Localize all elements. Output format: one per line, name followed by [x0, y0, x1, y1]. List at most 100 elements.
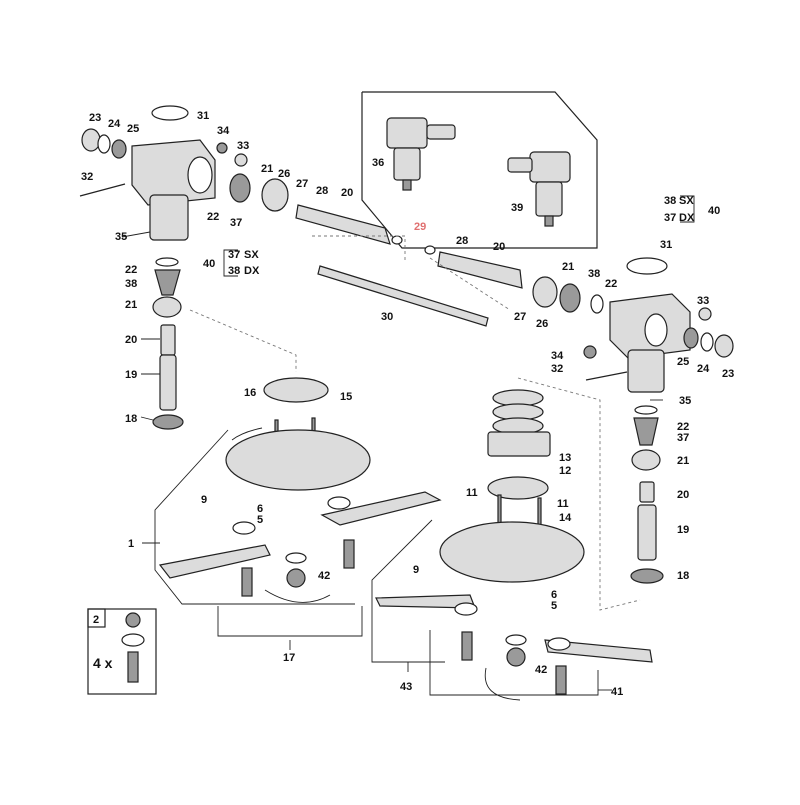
key-20-right	[639, 481, 655, 503]
label-11-b: 11	[557, 498, 569, 510]
label-35-right: 35	[679, 395, 691, 407]
guard-left	[231, 427, 263, 441]
label-21-b: 21	[562, 261, 574, 273]
bearing-21-left	[152, 296, 182, 318]
label-42-right: 42	[535, 664, 547, 676]
blade-left-left	[158, 544, 271, 579]
label-16: 16	[244, 387, 256, 399]
label-33-right: 33	[697, 295, 709, 307]
bracket-right-sx-dx	[680, 195, 695, 223]
label-36: 36	[372, 157, 384, 169]
label-2: 2	[93, 614, 99, 626]
pinion-38-left	[154, 269, 181, 296]
ring-22-right	[590, 294, 604, 314]
seal-18-left	[152, 414, 184, 430]
ring-22-left	[155, 257, 179, 267]
inset-frame	[361, 91, 598, 249]
label-22-a: 22	[207, 211, 219, 223]
bearing-25-right	[683, 327, 699, 349]
bolt-right-b	[555, 665, 567, 695]
washer-42-left	[285, 552, 307, 564]
nut-34-left	[216, 142, 228, 154]
label-37-right: 37	[677, 432, 689, 444]
shaft-19-left	[159, 354, 177, 411]
label-28-right: 28	[456, 235, 468, 247]
guide-shaft-left	[312, 235, 406, 262]
label-20-c: 20	[125, 334, 137, 346]
bracket-left-sx-dx	[223, 249, 238, 277]
bearing-21-26-left	[261, 178, 289, 212]
label-30: 30	[381, 311, 393, 323]
bolt-32-right	[585, 371, 628, 381]
washer-left-b	[232, 521, 256, 535]
label-21-a: 21	[261, 163, 273, 175]
sx-dx-left-37-suffix: SX	[244, 249, 259, 261]
label-40-left: 40	[203, 258, 215, 270]
gear-38-right	[559, 283, 581, 313]
group-17-bracket	[217, 606, 363, 637]
shaft-28-left	[295, 204, 391, 245]
label-32-right: 32	[551, 363, 563, 375]
shaft-28-right	[437, 251, 523, 289]
label-26-right: 26	[536, 318, 548, 330]
label-27-left: 27	[296, 178, 308, 190]
label-5-left: 5	[257, 514, 263, 526]
bolt-left-a	[343, 539, 355, 569]
gear-37-left	[229, 173, 251, 203]
gearbox-housing-right	[609, 293, 691, 393]
guide-shaft-right	[429, 257, 511, 311]
pinion-37-right	[633, 417, 659, 446]
label-21-d: 21	[677, 455, 689, 467]
gearbox-housing-left	[131, 139, 216, 241]
disc-9-left	[225, 429, 371, 491]
label-26-left: 26	[278, 168, 290, 180]
label-29: 29	[414, 221, 426, 233]
label-14: 14	[559, 512, 572, 524]
gearbox-39	[507, 151, 571, 227]
oring-29-left	[391, 235, 403, 245]
label-35-left: 35	[115, 231, 127, 243]
label-22-d: 22	[677, 421, 689, 433]
ring-24-left	[97, 134, 111, 154]
label-13: 13	[559, 452, 571, 464]
key-20-left	[160, 324, 176, 356]
label-34-right: 34	[551, 350, 564, 362]
label-18-right: 18	[677, 570, 689, 582]
sx-dx-left-37: 37	[228, 249, 240, 261]
label-12: 12	[559, 465, 571, 477]
bolt-right-a	[461, 631, 473, 661]
label-25-right: 25	[677, 356, 689, 368]
nut-42-right	[506, 647, 526, 667]
sx-dx-right-38-suffix: SX	[679, 195, 694, 207]
disc-9-right	[439, 521, 585, 583]
label-1: 1	[128, 538, 134, 550]
cap-31-left	[151, 105, 189, 121]
label-23-left: 23	[89, 112, 101, 124]
label-38-right: 38	[588, 268, 600, 280]
label-20-a: 20	[341, 187, 353, 199]
washer-right-a	[454, 602, 478, 616]
label-23-right: 23	[722, 368, 734, 380]
label-27-right: 27	[514, 311, 526, 323]
sx-dx-right-38: 38	[664, 195, 676, 207]
group-1-bracket	[154, 429, 355, 605]
pulley-13	[487, 431, 551, 457]
label-33-left: 33	[237, 140, 249, 152]
kit-bolt	[127, 651, 139, 683]
seal-18-right	[630, 568, 664, 584]
label-19-right: 19	[677, 524, 689, 536]
label-21-c: 21	[125, 299, 137, 311]
shaft-19-right	[637, 504, 657, 561]
nut-33-right	[698, 307, 712, 321]
hub-12	[487, 476, 549, 500]
bearing-21-right	[631, 449, 661, 471]
sx-dx-left-38-suffix: DX	[244, 265, 260, 277]
label-17: 17	[283, 652, 295, 664]
label-31-right: 31	[660, 239, 672, 251]
nut-33-left	[234, 153, 248, 167]
ring-24-right	[700, 332, 714, 352]
cap-31-right	[626, 257, 668, 275]
label-6-right: 6	[551, 589, 557, 601]
guide-right	[517, 377, 641, 611]
washer-right-b	[547, 637, 571, 651]
